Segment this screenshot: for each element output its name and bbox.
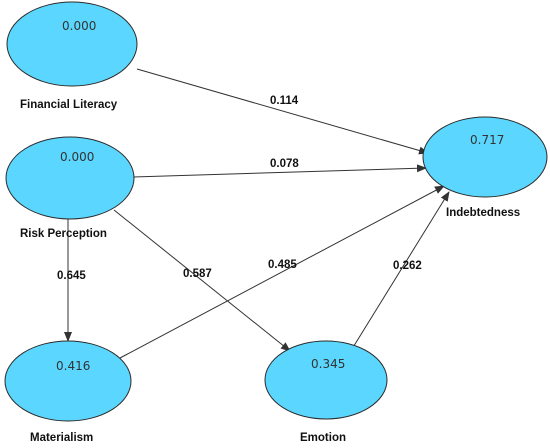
node-label: Risk Perception (20, 228, 107, 240)
node-ellipse (422, 116, 548, 198)
node-value: 0.345 (311, 357, 345, 371)
node-indebtedness[interactable]: 0.717 Indebtedness (422, 116, 548, 219)
node-value: 0.717 (470, 133, 504, 147)
node-label: Indebtedness (446, 207, 520, 219)
node-ellipse (6, 1, 138, 87)
edge-financial-literacy-to-indebtedness (136, 68, 429, 155)
node-value: 0.416 (56, 359, 90, 373)
node-risk-perception[interactable]: 0.000 Risk Perception (5, 136, 135, 240)
edge-label-mat-ind: 0.485 (268, 259, 297, 271)
edge-risk-perception-to-emotion (113, 209, 291, 352)
node-financial-literacy[interactable]: 0.000 Financial Literacy (6, 1, 138, 111)
edge-label-rp-ind: 0.078 (270, 158, 299, 170)
node-value: 0.000 (60, 150, 94, 164)
node-label: Emotion (300, 432, 346, 444)
edge-risk-perception-to-indebtedness (132, 164, 427, 178)
edge-label-rp-emo: 0.587 (183, 268, 212, 280)
edge-label-rp-mat: 0.645 (57, 270, 86, 282)
node-emotion[interactable]: 0.345 Emotion (264, 340, 388, 444)
edge-emotion-to-indebtedness (351, 191, 450, 350)
node-label: Financial Literacy (20, 99, 118, 111)
node-materialism[interactable]: 0.416 Materialism (4, 340, 132, 444)
edge-label-emo-ind: 0.262 (393, 260, 422, 272)
node-ellipse (4, 340, 132, 422)
node-label: Materialism (30, 432, 93, 444)
node-ellipse (264, 340, 388, 420)
node-value: 0.000 (62, 19, 96, 33)
node-ellipse (5, 136, 135, 220)
edge-label-fl-ind: 0.114 (270, 95, 299, 107)
edge-materialism-to-indebtedness (119, 185, 445, 359)
